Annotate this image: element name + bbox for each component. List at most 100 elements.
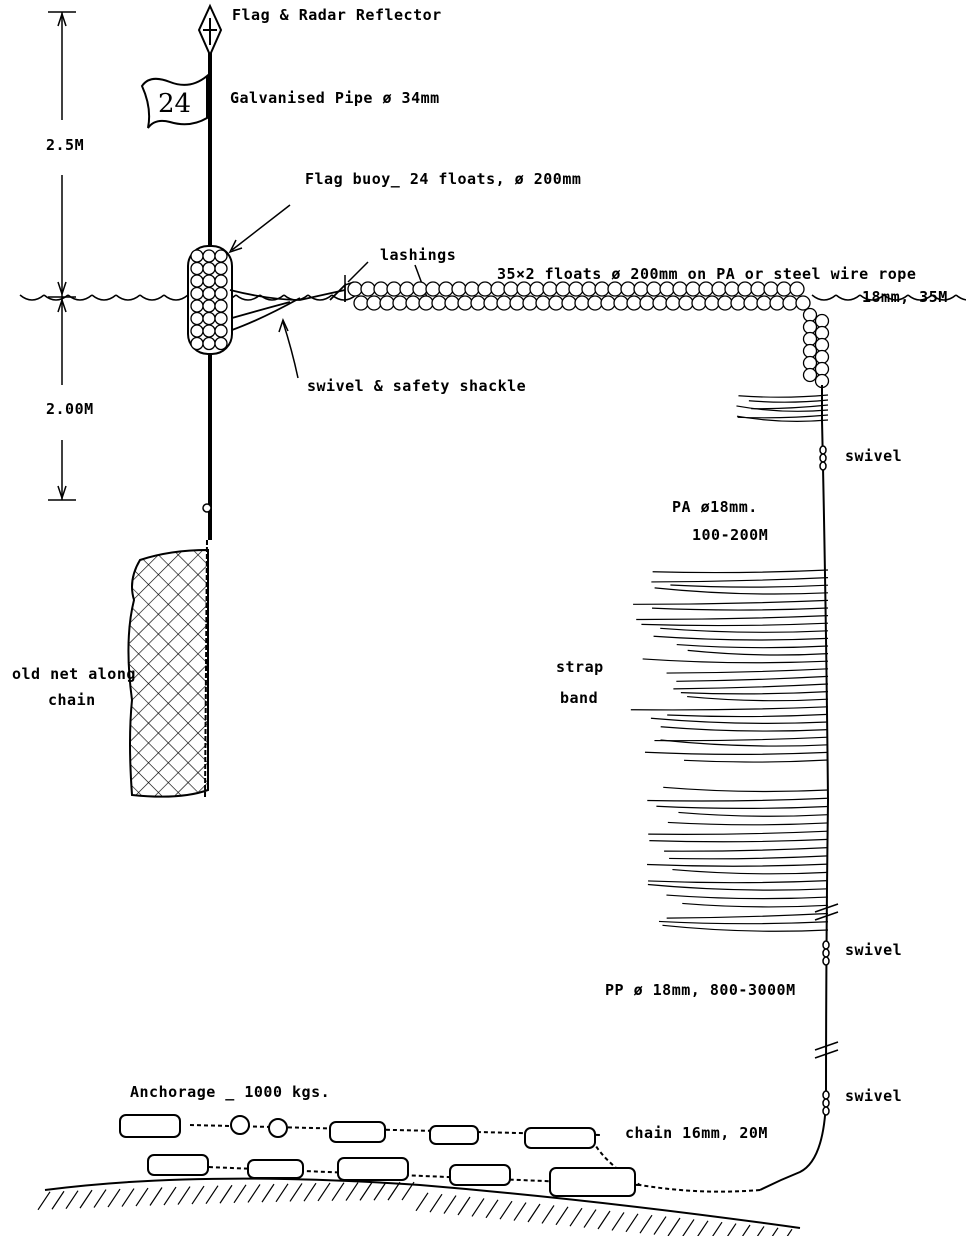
strap-line: [664, 848, 828, 852]
label-swivel-3: swivel: [845, 1087, 902, 1105]
float-icon: [354, 296, 368, 310]
float-icon: [439, 282, 453, 296]
float-icon: [556, 282, 570, 296]
float-icon: [215, 313, 227, 325]
strap-line: [673, 684, 828, 689]
float-line: [348, 282, 829, 388]
hatch-line: [360, 1182, 372, 1200]
float-icon: [549, 296, 563, 310]
float-icon: [478, 282, 492, 296]
swivel-icon: [820, 446, 826, 454]
hatch-line: [122, 1189, 134, 1207]
flag-buoy-floats: [188, 246, 232, 354]
strap-line: [654, 737, 828, 740]
hatch-line: [640, 1215, 652, 1233]
float-icon: [816, 363, 829, 376]
float-icon: [215, 275, 227, 287]
strap-line: [662, 925, 828, 931]
swivel-icon: [823, 1107, 829, 1115]
hatch-line: [374, 1182, 386, 1200]
strap-line: [654, 636, 828, 640]
float-icon: [777, 282, 791, 296]
float-icon: [445, 296, 459, 310]
float-icon: [744, 296, 758, 310]
strap-line: [647, 864, 828, 866]
float-icon: [203, 275, 215, 287]
strap-line: [651, 578, 828, 582]
float-icon: [380, 296, 394, 310]
label-strap-1: strap: [556, 658, 604, 676]
radar-reflector-icon: [199, 6, 221, 55]
hatch-line: [584, 1210, 596, 1228]
strap-line: [688, 650, 828, 655]
label-strap-2: band: [560, 689, 598, 707]
hatch-line: [780, 1229, 792, 1236]
hatch-line: [598, 1211, 610, 1229]
float-icon: [816, 327, 829, 340]
float-icon: [191, 300, 203, 312]
seabed: [45, 1179, 800, 1228]
label-swivel-2: swivel: [845, 941, 902, 959]
strap-line: [663, 787, 828, 791]
label-flag-radar: Flag & Radar Reflector: [232, 6, 442, 24]
float-icon: [770, 296, 784, 310]
float-icon: [614, 296, 628, 310]
hatch-line: [430, 1194, 442, 1212]
float-icon: [215, 338, 227, 350]
label-pa-rope-2: 100-200M: [692, 526, 768, 544]
strap-line: [681, 692, 828, 694]
float-icon: [426, 282, 440, 296]
float-icon: [621, 282, 635, 296]
float-icon: [660, 282, 674, 296]
float-icon: [764, 282, 778, 296]
float-icon: [203, 300, 215, 312]
float-icon: [419, 296, 433, 310]
float-icon: [790, 282, 804, 296]
hatch-line: [612, 1212, 624, 1230]
float-icon: [393, 296, 407, 310]
float-icon: [804, 369, 817, 382]
float-icon: [191, 275, 203, 287]
hatch-line: [318, 1183, 330, 1201]
strap-line: [666, 895, 828, 899]
hatch-line: [514, 1203, 526, 1221]
float-icon: [215, 250, 227, 262]
strap-line: [751, 405, 828, 409]
anchor-block: [338, 1158, 408, 1180]
seabed-hatching: [38, 1182, 792, 1236]
float-icon: [601, 296, 615, 310]
hatch-line: [262, 1184, 274, 1202]
old-net: [128, 550, 208, 797]
float-icon: [215, 325, 227, 337]
label-anchorage: Anchorage _ 1000 kgs.: [130, 1083, 330, 1101]
hatch-line: [346, 1183, 358, 1201]
strap-line: [647, 798, 828, 801]
hatch-line: [164, 1187, 176, 1205]
strap-line: [678, 812, 828, 816]
hatch-line: [570, 1208, 582, 1226]
anchor-block: [525, 1128, 595, 1148]
float-icon: [783, 296, 797, 310]
label-floats-rope-size: 18mm, 35M: [862, 288, 948, 306]
hatch-line: [738, 1225, 750, 1236]
float-icon: [203, 250, 215, 262]
float-icon: [543, 282, 557, 296]
strap-bands: [631, 395, 828, 931]
float-icon: [816, 315, 829, 328]
strap-line: [669, 856, 828, 859]
hatch-line: [710, 1222, 722, 1236]
float-icon: [203, 288, 215, 300]
strap-line: [645, 752, 828, 754]
float-icon: [191, 338, 203, 350]
hatch-line: [108, 1189, 120, 1207]
float-icon: [731, 296, 745, 310]
float-icon: [738, 282, 752, 296]
swivel-icon: [823, 941, 829, 949]
strap-line: [749, 400, 828, 402]
hatch-line: [206, 1186, 218, 1204]
hatch-line: [80, 1190, 92, 1208]
strap-line: [682, 903, 828, 906]
label-lashings: lashings: [380, 246, 456, 264]
anchor-block: [148, 1155, 208, 1175]
